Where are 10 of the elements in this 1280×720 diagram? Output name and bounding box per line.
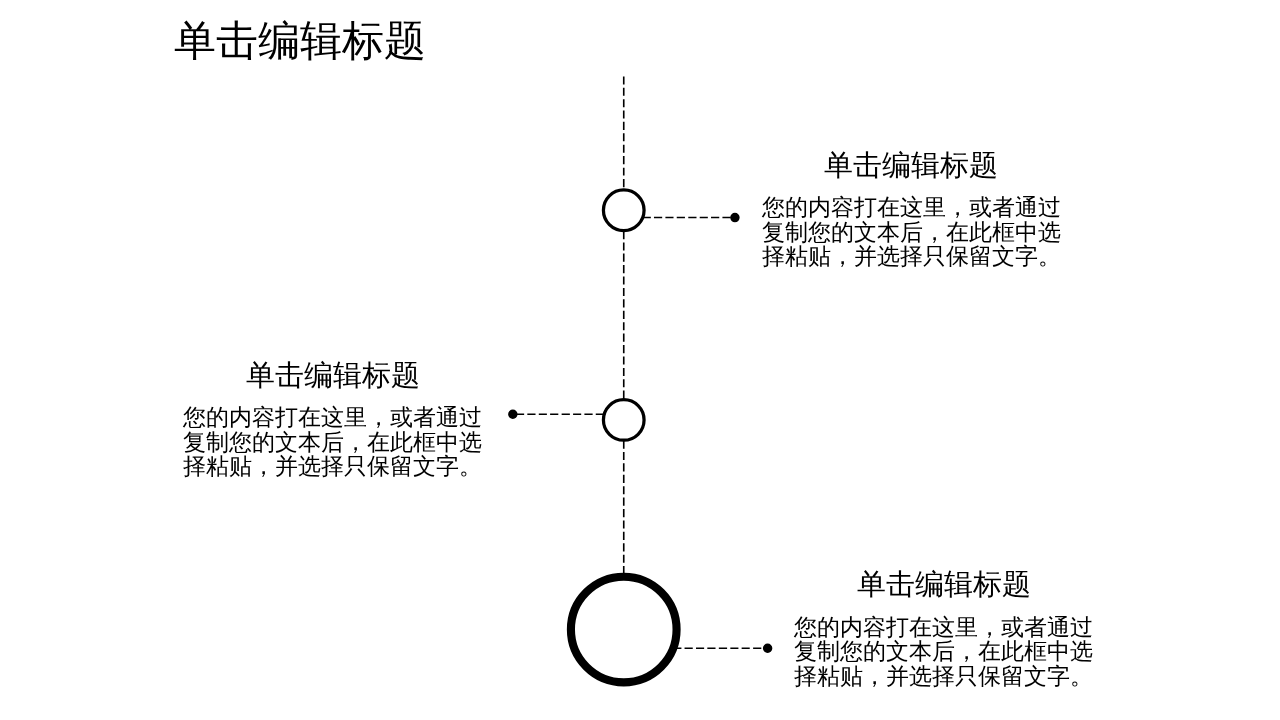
node-circle <box>566 572 681 687</box>
node-text: 单击编辑标题 您的内容打在这里，或者通过复制您的文本后，在此框中选择粘贴，并选择只保留文字。 <box>794 567 1094 689</box>
diagram-title: 单击编辑标题 <box>173 16 426 66</box>
node-circle <box>601 397 646 442</box>
node-text: 单击编辑标题 您的内容打在这里，或者通过复制您的文本后，在此框中选择粘贴，并选择只保留文字。 <box>761 148 1061 270</box>
node-circle <box>601 188 646 233</box>
connector <box>622 230 625 400</box>
connector <box>641 212 740 223</box>
node-text: 单击编辑标题 您的内容打在这里，或者通过复制您的文本后，在此框中选择粘贴，并选择只保留文字。 <box>183 357 483 479</box>
connector <box>508 409 605 419</box>
